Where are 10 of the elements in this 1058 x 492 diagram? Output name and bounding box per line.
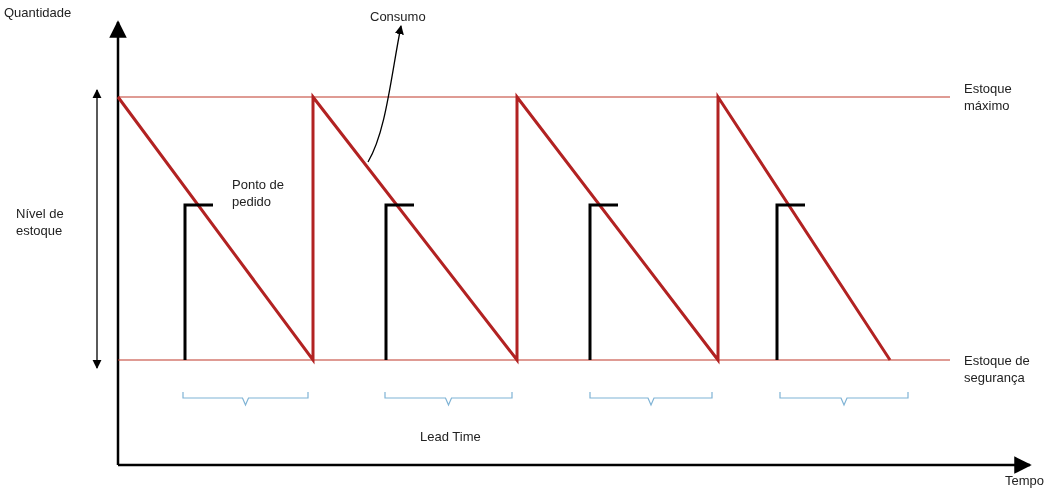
level-label: Estoque máximo (964, 80, 1013, 114)
stock-level-line (116, 91, 892, 365)
axis-title: Quantidade (4, 4, 73, 21)
axis-title: Tempo (1005, 472, 1046, 489)
bracket-label: Lead Time (420, 428, 482, 445)
dimension-label: Nível de estoque (16, 205, 65, 239)
callout-text: Consumo (370, 8, 432, 25)
leader-arrow (367, 25, 404, 163)
annotation-text: Ponto de pedido (232, 176, 286, 210)
level-label: Estoque de segurança (964, 352, 1031, 386)
